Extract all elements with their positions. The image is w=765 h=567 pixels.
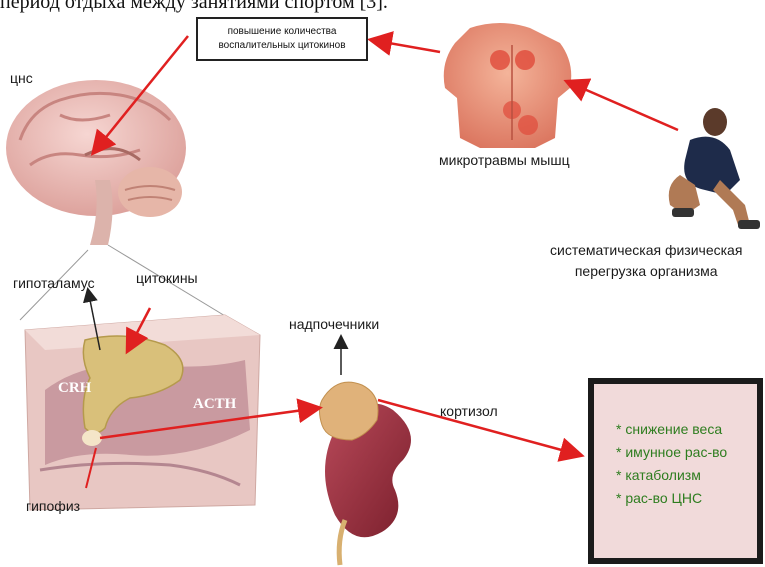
adrenals-label: надпочечники	[289, 316, 379, 332]
acth-label: ACTH	[193, 396, 236, 413]
outcome-item: * имунное рас-во	[616, 441, 757, 464]
hypothalamus-label: гипоталамус	[13, 275, 95, 291]
athlete-illustration	[669, 108, 760, 229]
muscle-microtrauma-label: микротравмы мышц	[439, 152, 570, 168]
muscle-torso-illustration	[444, 23, 572, 148]
arrow-muscle-to-cytokines	[372, 40, 440, 52]
outcomes-box: * снижение веса * имунное рас-во * катаб…	[588, 378, 763, 564]
outcomes-list: * снижение веса * имунное рас-во * катаб…	[594, 384, 757, 510]
cytokine-box-line2: воспалительных цитокинов	[198, 39, 366, 53]
overload-label: систематическая физическая перегрузка ор…	[550, 240, 742, 282]
pituitary-label: гипофиз	[26, 498, 80, 514]
header-text: период отдыха между занятиями спортом [3…	[0, 0, 388, 14]
arrow-overload-to-muscle	[568, 82, 678, 130]
brain-illustration	[6, 80, 186, 245]
outcome-item: * рас-во ЦНС	[616, 487, 757, 510]
outcome-item: * катаболизм	[616, 464, 757, 487]
crh-label: CRH	[58, 380, 91, 397]
cns-label: цнс	[10, 70, 33, 86]
overload-label-line1: систематическая физическая	[550, 240, 742, 261]
outcome-item: * снижение веса	[616, 418, 757, 441]
kidney-adrenal-illustration	[320, 382, 412, 565]
cytokine-increase-box: повышение количества воспалительных цито…	[196, 17, 368, 61]
cytokines-label: цитокины	[136, 270, 198, 286]
cortisol-label: кортизол	[440, 403, 498, 419]
overload-label-line2: перегрузка организма	[550, 261, 742, 282]
cytokine-box-line1: повышение количества	[198, 25, 366, 39]
